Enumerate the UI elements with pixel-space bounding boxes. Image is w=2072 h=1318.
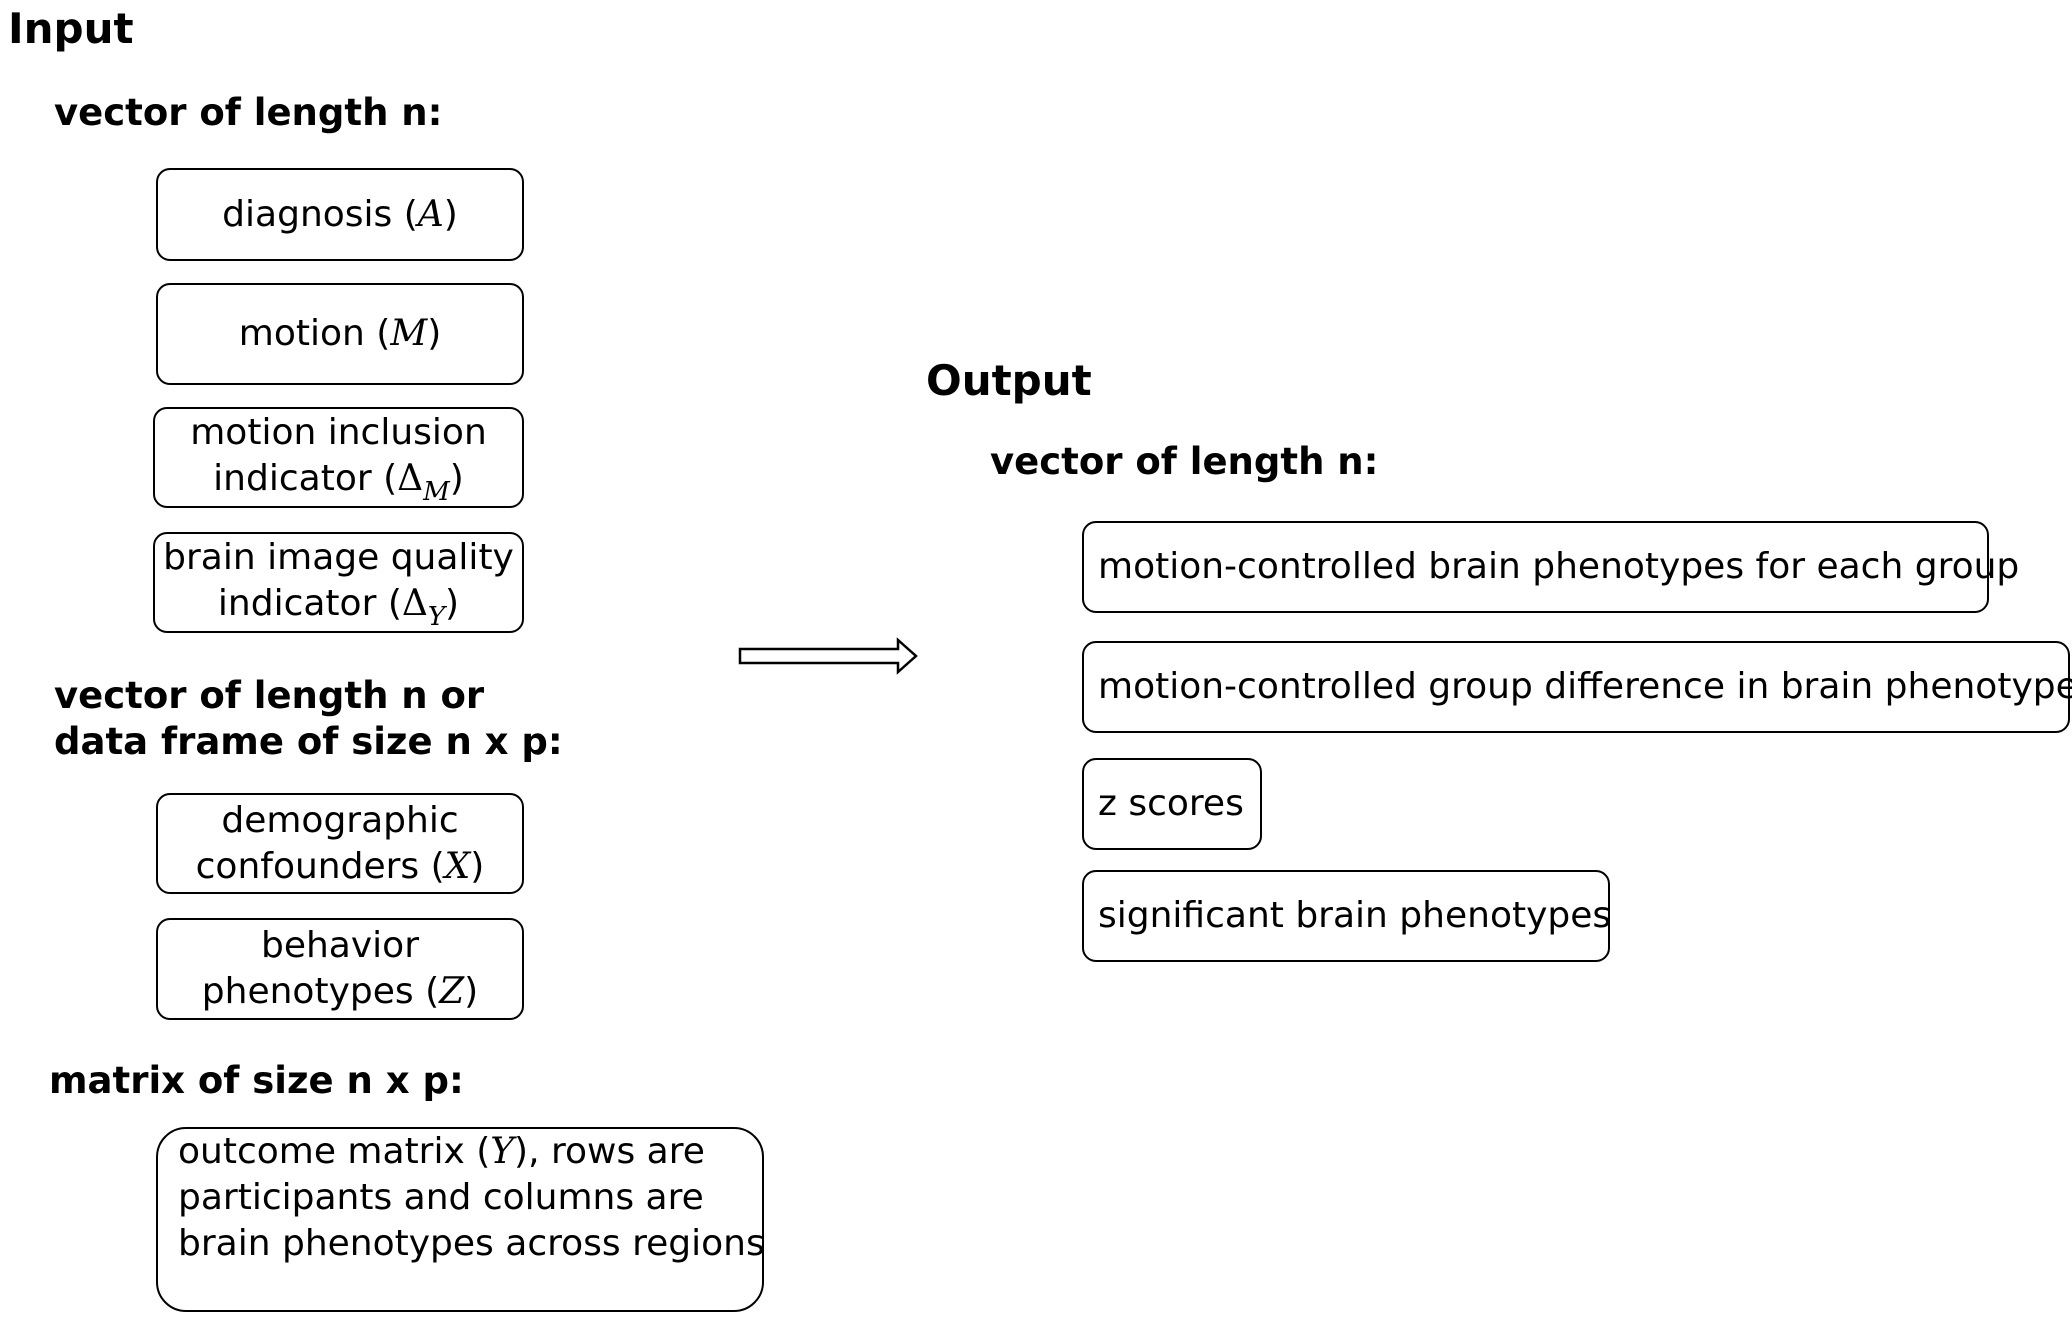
quality-subscript: Y (427, 602, 446, 632)
quality-text: indicator ( (217, 583, 402, 624)
motion-close: ) (427, 313, 442, 354)
quality-line1: brain image quality (163, 537, 514, 578)
inclusion-close: ) (449, 458, 464, 499)
input-vector-label: vector of length n: (54, 91, 443, 134)
quality-delta: Δ (401, 583, 428, 624)
output-item-group-difference: motion-controlled group difference in br… (1082, 641, 2072, 733)
diagnosis-symbol: A (417, 193, 444, 235)
demographic-box: demographic confounders (X) (156, 793, 524, 894)
brain-quality-box: brain image quality indicator (ΔY) (153, 532, 524, 633)
output-item-z-scores: z scores (1082, 758, 1262, 850)
demographic-close: ) (470, 845, 485, 887)
output-vector-label: vector of length n: (990, 440, 1379, 483)
vector-or-frame-label: vector of length n or data frame of size… (54, 673, 563, 765)
behavior-close: ) (464, 971, 479, 1012)
output-item-label: motion-controlled group difference in br… (1098, 666, 2072, 707)
output-title: Output (926, 356, 1092, 405)
behavior-text: phenotypes ( (201, 971, 440, 1012)
inclusion-subscript: M (423, 477, 450, 507)
right-arrow-icon (738, 637, 918, 675)
quality-close: ) (445, 583, 460, 624)
outcome-symbol: Y (490, 1131, 515, 1172)
output-item-label: significant brain phenotypes (1098, 895, 1612, 936)
outcome-line2: participants and columns are (178, 1177, 704, 1218)
diagnosis-text: diagnosis ( (222, 193, 418, 235)
behavior-symbol: Z (439, 971, 465, 1012)
output-item-label: z scores (1098, 783, 1244, 824)
behavior-box: behavior phenotypes (Z) (156, 918, 524, 1020)
demographic-line1: demographic (221, 799, 459, 841)
motion-inclusion-box: motion inclusion indicator (ΔM) (153, 407, 524, 508)
input-title: Input (8, 4, 134, 53)
diagnosis-box: diagnosis (A) (156, 168, 524, 261)
inclusion-delta: Δ (397, 458, 424, 499)
motion-box: motion (M) (156, 283, 524, 385)
outcome-line1-rest: ), rows are (514, 1131, 705, 1172)
vector-or-frame-line2: data frame of size n x p: (54, 720, 563, 763)
inclusion-line1: motion inclusion (190, 412, 487, 453)
output-item-label: motion-controlled brain phenotypes for e… (1098, 546, 2020, 587)
motion-text: motion ( (238, 313, 391, 354)
inclusion-text: indicator ( (213, 458, 398, 499)
vector-or-frame-line1: vector of length n or (54, 674, 485, 717)
behavior-line1: behavior (260, 925, 419, 966)
outcome-matrix-box: outcome matrix (Y), rows are participant… (156, 1127, 765, 1312)
output-item-group-phenotypes: motion-controlled brain phenotypes for e… (1082, 521, 2019, 613)
demographic-symbol: X (444, 845, 471, 887)
outcome-line3: brain phenotypes across regions (178, 1223, 765, 1264)
motion-symbol: M (390, 313, 428, 354)
output-item-significant: significant brain phenotypes (1082, 870, 1612, 962)
diagnosis-close: ) (443, 193, 458, 235)
demographic-text: confounders ( (195, 845, 445, 887)
matrix-label: matrix of size n x p: (49, 1059, 464, 1102)
outcome-line1-text: outcome matrix ( (178, 1131, 491, 1172)
